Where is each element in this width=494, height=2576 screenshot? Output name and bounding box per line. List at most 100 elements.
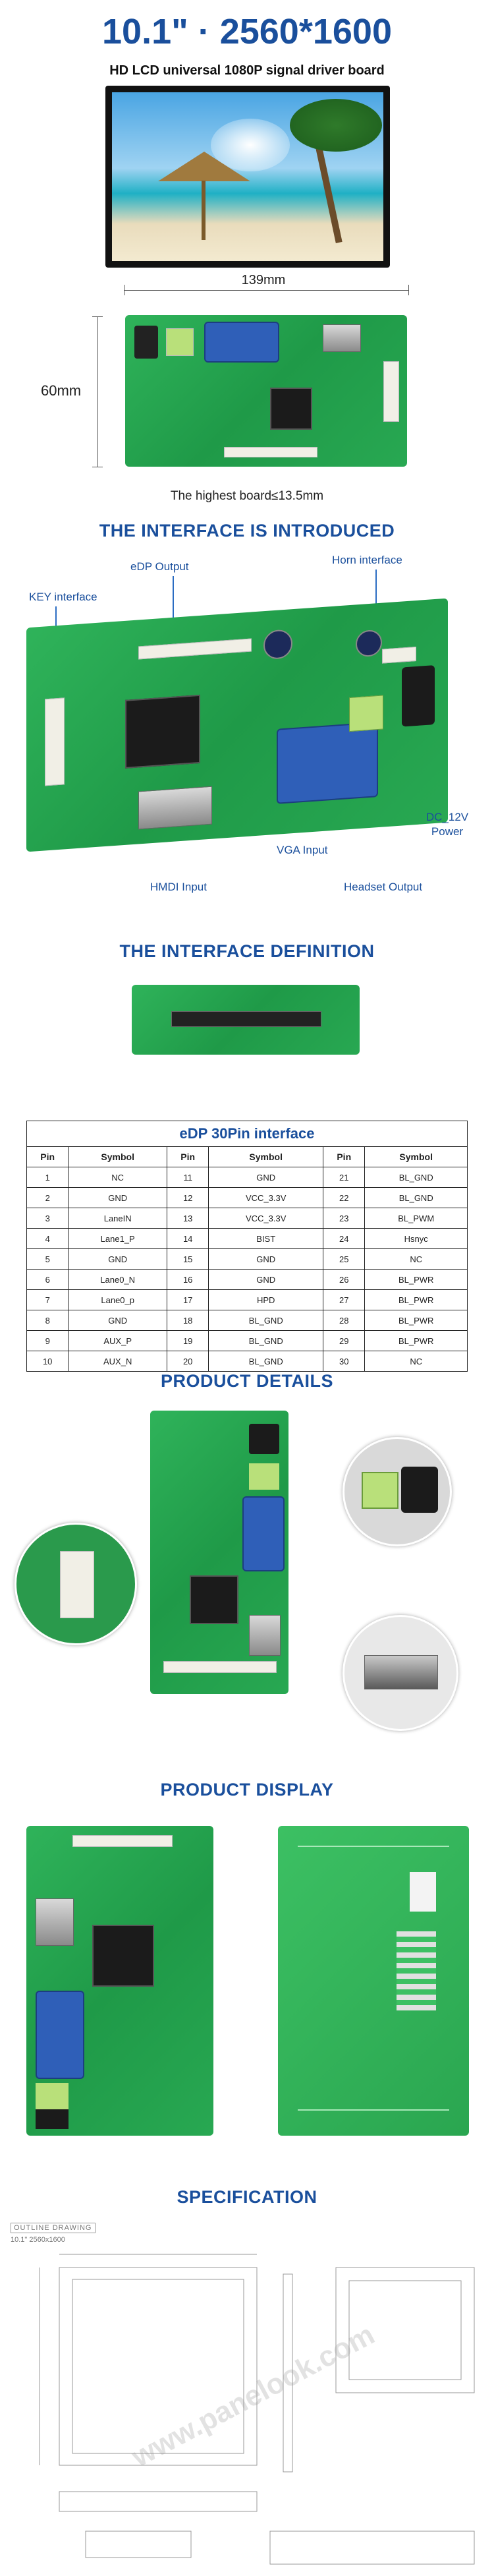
front-dc xyxy=(36,2109,69,2129)
pin-number-cell: 9 xyxy=(26,1330,69,1351)
edp-30pin-socket xyxy=(171,1011,321,1027)
pin-number-cell: 27 xyxy=(323,1289,366,1310)
pin-symbol-cell: AUX_N xyxy=(68,1351,167,1372)
header-pin-1: Pin xyxy=(26,1146,69,1167)
front-headset xyxy=(36,2083,69,2109)
dc-jack xyxy=(134,326,158,359)
label-vga-input: VGA Input xyxy=(277,844,328,856)
label-power: Power xyxy=(431,825,464,838)
capacitor-2 xyxy=(356,629,382,658)
pin-symbol-cell: GND xyxy=(68,1187,167,1208)
pin-symbol-cell: GND xyxy=(208,1269,324,1290)
zoom-audio-jacks xyxy=(343,1437,452,1546)
hdmi-input-port xyxy=(138,786,212,830)
zoom-black-jack xyxy=(401,1467,438,1513)
label-edp-output: eDP Output xyxy=(130,560,189,573)
details-section-title: PRODUCT DETAILS xyxy=(161,1371,333,1391)
horn-connector xyxy=(382,646,416,664)
label-hdmi-input: HMDI Input xyxy=(150,881,207,893)
pin-number-cell: 10 xyxy=(26,1351,69,1372)
pin-symbol-cell: Lane1_P xyxy=(68,1228,167,1249)
key-connector xyxy=(45,697,65,786)
vga-connector xyxy=(204,322,279,363)
pin-symbol-cell: BL_GND xyxy=(364,1167,468,1188)
width-dim-right-tick xyxy=(408,285,409,295)
header-symbol-3: Symbol xyxy=(364,1146,468,1167)
pin-symbol-cell: VCC_3.3V xyxy=(208,1187,324,1208)
front-vga xyxy=(36,1991,84,2079)
pin-symbol-cell: BL_GND xyxy=(208,1351,324,1372)
pin-symbol-cell: BL_PWR xyxy=(364,1330,468,1351)
lcd-beach-scene xyxy=(112,92,383,261)
zoom-hdmi-port xyxy=(343,1615,458,1731)
pin-number-cell: 2 xyxy=(26,1187,69,1208)
outline-drawing-label: OUTLINE DRAWING xyxy=(11,2223,96,2233)
header-pin-3: Pin xyxy=(323,1146,366,1167)
outline-drawing-sub: 10.1" 2560x1600 xyxy=(11,2236,65,2244)
pin-table-header: Pin Symbol Pin Symbol Pin Symbol xyxy=(26,1146,468,1167)
outline-bottom-view xyxy=(59,2491,258,2512)
pin-symbol-cell: NC xyxy=(364,1351,468,1372)
board-back-display xyxy=(278,1826,469,2136)
pin-number-cell: 11 xyxy=(166,1167,209,1188)
pin-table-title: eDP 30Pin interface xyxy=(26,1121,468,1146)
edp-connector xyxy=(224,447,317,457)
pin-symbol-cell: GND xyxy=(68,1248,167,1270)
pin-number-cell: 22 xyxy=(323,1187,366,1208)
pin-symbol-cell: BL_PWR xyxy=(364,1310,468,1331)
board-front-display xyxy=(26,1826,213,2136)
lcd-panel-image xyxy=(105,86,390,268)
pin-symbol-cell: GND xyxy=(208,1248,324,1270)
front-hdmi xyxy=(36,1898,74,1946)
width-label: 139mm xyxy=(241,273,286,287)
hdmi-port xyxy=(323,324,361,352)
front-edp xyxy=(72,1835,173,1847)
outline-front xyxy=(59,2267,258,2466)
pin-symbol-cell: BL_PWR xyxy=(364,1289,468,1310)
pin-number-cell: 28 xyxy=(323,1310,366,1331)
main-chip xyxy=(270,388,312,430)
pin-number-cell: 13 xyxy=(166,1208,209,1229)
pin-number-cell: 24 xyxy=(323,1228,366,1249)
pin-number-cell: 8 xyxy=(26,1310,69,1331)
pin-symbol-cell: BIST xyxy=(208,1228,324,1249)
back-silk-1 xyxy=(298,1846,449,1847)
pin-number-cell: 29 xyxy=(323,1330,366,1351)
pin-number-cell: 16 xyxy=(166,1269,209,1290)
label-key-interface: KEY interface xyxy=(29,591,97,603)
palm-leaves xyxy=(290,99,382,152)
pin-number-cell: 1 xyxy=(26,1167,69,1188)
zoom-green-jack xyxy=(362,1472,398,1509)
driver-board-interface xyxy=(26,598,448,852)
outline-connector-detail xyxy=(85,2531,192,2558)
hut-roof xyxy=(158,152,250,181)
dc-jack-vertical xyxy=(249,1424,279,1454)
height-dimension-line xyxy=(97,316,98,467)
driver-board-top xyxy=(125,315,407,467)
capacitor-1 xyxy=(263,629,292,660)
key-header xyxy=(383,361,399,422)
pin-symbol-cell: Lane0_N xyxy=(68,1269,167,1290)
outline-title-block xyxy=(269,2531,475,2565)
chip-vertical xyxy=(190,1575,238,1624)
pin-number-cell: 25 xyxy=(323,1248,366,1270)
pin-symbol-cell: GND xyxy=(68,1310,167,1331)
pin-symbol-cell: Lane0_p xyxy=(68,1289,167,1310)
hut-post xyxy=(202,181,206,240)
dc-power-jack xyxy=(402,665,435,727)
callout-horn xyxy=(375,570,377,616)
height-dim-top-tick xyxy=(92,316,103,317)
edp-vertical xyxy=(163,1661,277,1673)
width-dimension-line xyxy=(124,290,408,291)
pin-symbol-cell: AUX_P xyxy=(68,1330,167,1351)
height-label: 60mm xyxy=(41,382,82,399)
label-horn-interface: Horn interface xyxy=(332,554,402,566)
outline-back xyxy=(335,2267,475,2393)
headset-jack-vertical xyxy=(249,1463,279,1490)
spec-section-title: SPECIFICATION xyxy=(177,2187,317,2207)
